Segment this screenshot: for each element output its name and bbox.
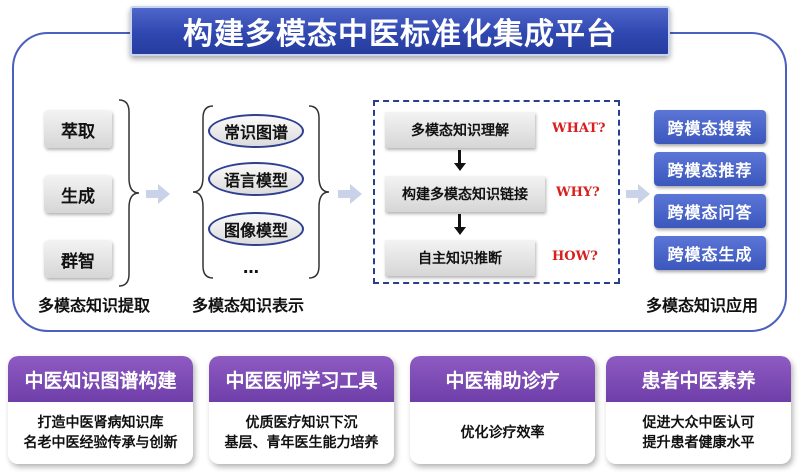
down-arrow-head-icon (454, 227, 466, 235)
representation-item-image-model: 图像模型 (208, 212, 304, 246)
card-title: 患者中医素养 (606, 356, 791, 402)
down-arrow-icon (458, 214, 461, 228)
reasoning-question-how: HOW? (552, 249, 598, 264)
flow-arrow-icon (146, 184, 170, 204)
application-caption: 多模态知识应用 (646, 296, 759, 315)
card-learning-tool: 中医医师学习工具 优质医疗知识下沉 基层、青年医生能力培养 (209, 356, 394, 464)
reasoning-step-understand: 多模态知识理解 (385, 112, 535, 148)
application-item-search: 跨模态搜索 (654, 110, 766, 144)
reasoning-step-infer: 自主知识推断 (385, 240, 535, 276)
down-arrow-icon (458, 150, 461, 164)
flow-arrow-icon (338, 184, 362, 204)
representation-right-brace-icon (308, 105, 330, 279)
card-knowledge-graph: 中医知识图谱构建 打造中医肾病知识库 名老中医经验传承与创新 (8, 356, 193, 464)
card-assisted-diagnosis: 中医辅助诊疗 优化诊疗效率 (410, 356, 595, 464)
card-line: 打造中医肾病知识库 (37, 415, 164, 431)
representation-ellipsis: … (243, 258, 259, 277)
card-title: 中医辅助诊疗 (410, 356, 595, 402)
card-title: 中医医师学习工具 (209, 356, 394, 402)
reasoning-question-what: WHAT? (552, 121, 606, 136)
flow-arrow-icon (626, 184, 650, 204)
representation-left-brace-icon (192, 105, 214, 279)
card-title: 中医知识图谱构建 (8, 356, 193, 402)
card-line: 提升患者健康水平 (642, 435, 755, 451)
card-line: 优化诊疗效率 (460, 425, 545, 441)
reasoning-question-why: WHY? (556, 185, 600, 200)
page-title: 构建多模态中医标准化集成平台 (130, 6, 670, 56)
extraction-brace-icon (118, 99, 140, 287)
representation-item-knowledge-graph: 常识图谱 (208, 114, 304, 148)
extraction-item-generate: 生成 (44, 175, 112, 213)
extraction-caption: 多模态知识提取 (38, 296, 151, 315)
card-patient-literacy: 患者中医素养 促进大众中医认可 提升患者健康水平 (606, 356, 791, 464)
reasoning-step-link: 构建多模态知识链接 (385, 176, 545, 212)
card-line: 名老中医经验传承与创新 (23, 435, 178, 451)
application-item-qa: 跨模态问答 (654, 194, 766, 228)
card-line: 优质医疗知识下沉 (245, 415, 358, 431)
representation-item-language-model: 语言模型 (208, 162, 304, 196)
card-line: 基层、青年医生能力培养 (224, 435, 379, 451)
card-line: 促进大众中医认可 (642, 415, 755, 431)
down-arrow-head-icon (454, 163, 466, 171)
application-item-recommend: 跨模态推荐 (654, 152, 766, 186)
application-item-generate: 跨模态生成 (654, 236, 766, 270)
representation-caption: 多模态知识表示 (192, 296, 305, 315)
extraction-item-extract: 萃取 (44, 110, 112, 148)
extraction-item-crowd: 群智 (44, 240, 112, 278)
